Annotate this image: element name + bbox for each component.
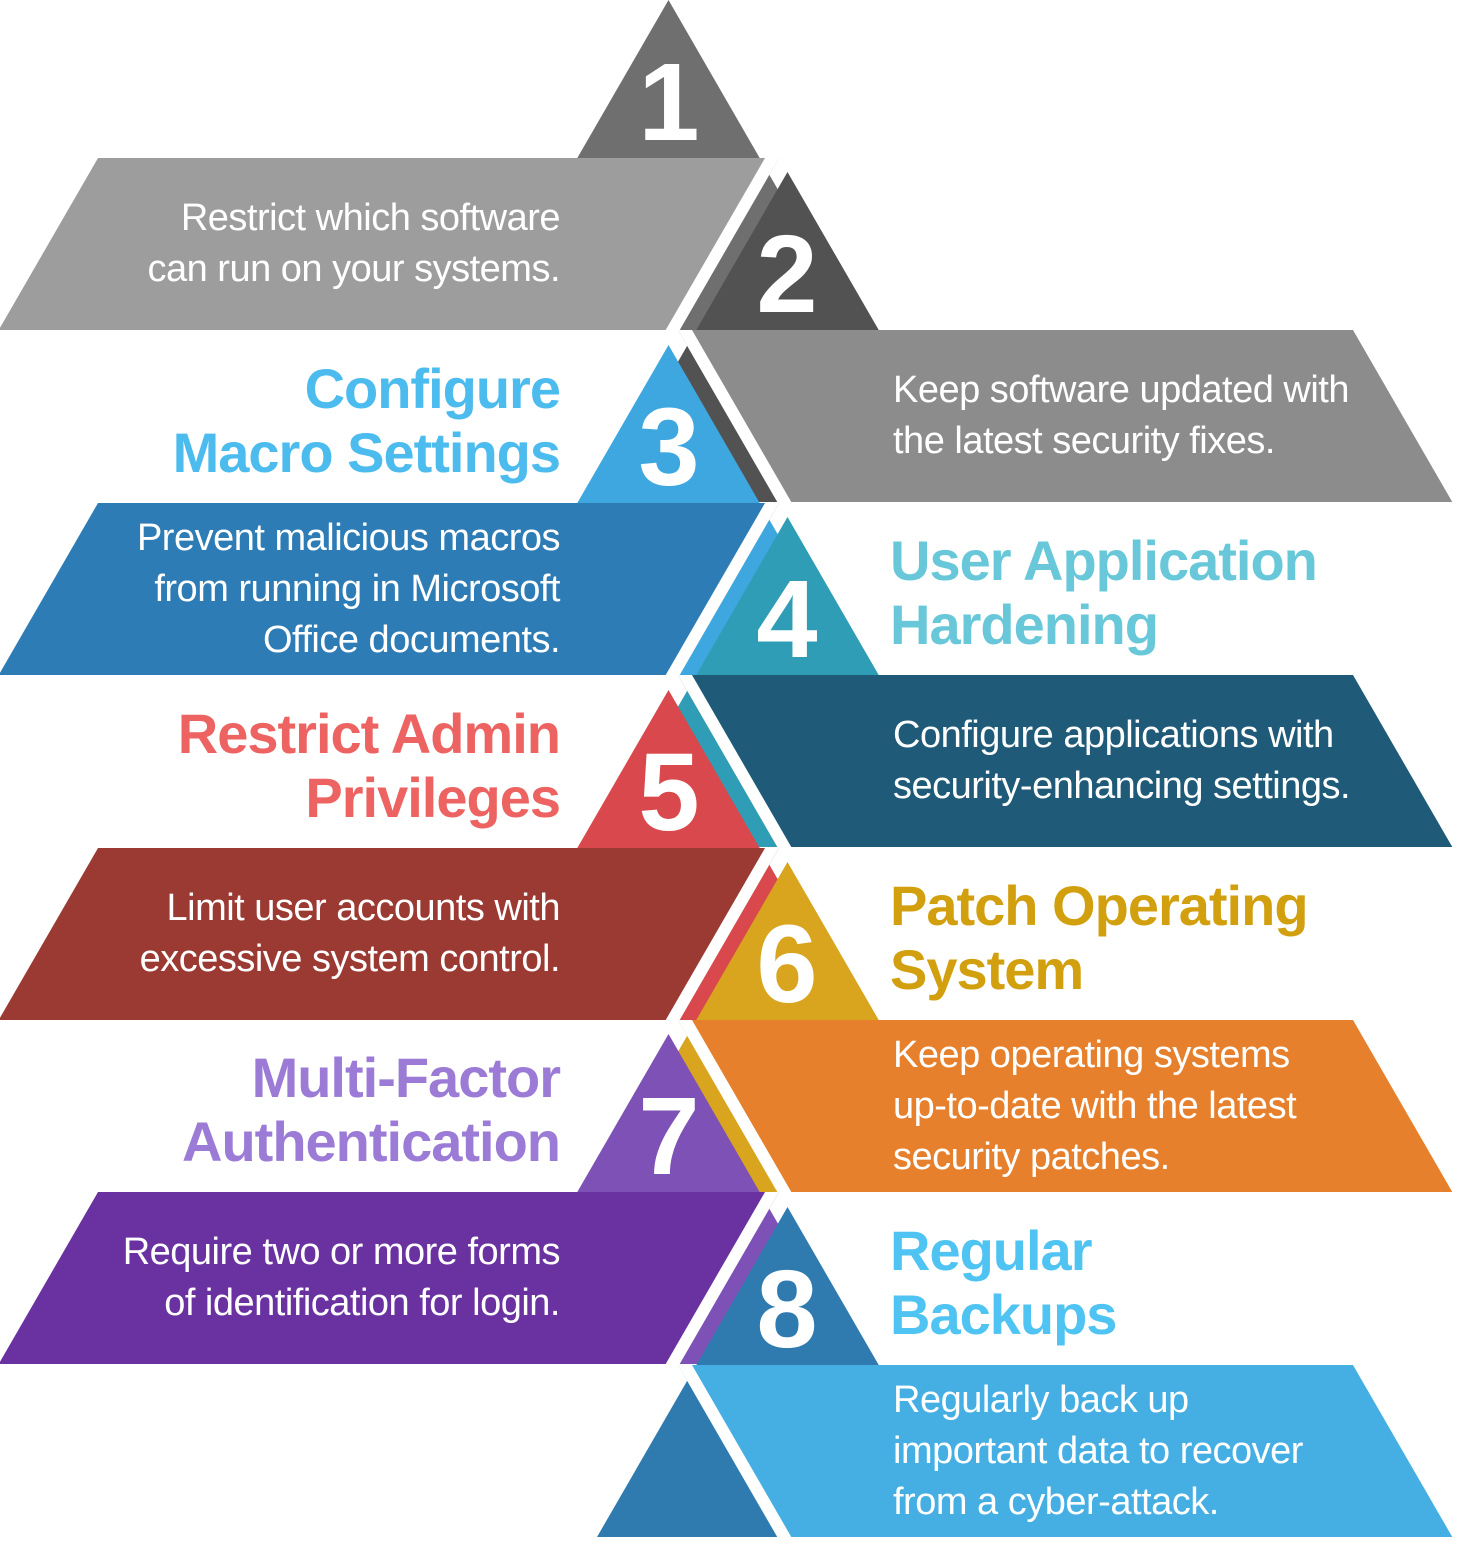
title-line: System [890,938,1084,1001]
step-5-description: Limit user accounts with excessive syste… [98,848,765,1020]
step-6-banner: Keep operating systems up-to-date with t… [678,1020,1453,1192]
description-line: Prevent malicious macros [136,516,560,559]
description-line: Restrict which software [180,197,560,239]
description-line: Keep software updated with [893,369,1349,411]
step-8-number: 8 [756,1248,818,1371]
step-8-banner: Regularly back up important data to reco… [678,1365,1453,1537]
step-3-number: 3 [638,386,700,509]
step-6-title: Patch Operating System [890,874,1450,1002]
step-5-number: 5 [638,731,700,854]
title-line: Backups [890,1283,1117,1346]
step-5-title: Restrict Admin Privileges [30,702,561,830]
step-7-banner: Require two or more forms of identificat… [0,1192,780,1364]
step-8-description: Regularly back up important data to reco… [692,1365,1353,1537]
description-line: security patches. [893,1135,1170,1178]
step-1-banner: Restrict which software can run on your … [0,158,780,330]
title-line: Authentication [182,1110,561,1173]
step-4-banner: Configure applications with security-enh… [678,675,1453,847]
step-2-number: 2 [756,213,818,336]
step-3-title: Configure Macro Settings [30,357,561,485]
title-line: Hardening [890,593,1159,656]
step-3-banner: Prevent malicious macros from running in… [0,503,780,675]
description-line: Configure applications with [893,714,1334,756]
step-4-number: 4 [756,558,818,681]
description-line: from running in Microsoft [154,567,560,610]
description-line: Keep operating systems [893,1033,1290,1076]
step-7-description: Require two or more forms of identificat… [98,1192,765,1364]
description-line: Limit user accounts with [166,887,561,929]
step-1-description: Restrict which software can run on your … [98,158,765,330]
description-line: the latest security fixes. [893,420,1275,462]
step-3-description: Prevent malicious macros from running in… [98,503,765,675]
title-line: Configure [304,357,561,420]
description-line: up-to-date with the latest [893,1084,1297,1127]
title-line: Multi-Factor [251,1046,561,1109]
title-line: Privileges [305,766,561,829]
step-1-number: 1 [638,41,700,164]
description-line: Regularly back up [893,1378,1189,1421]
step-4-description: Configure applications with security-enh… [692,675,1353,847]
step-6-number: 6 [756,903,818,1026]
description-line: Require two or more forms [122,1231,560,1273]
title-line: Macro Settings [172,421,561,484]
title-line: Patch Operating [890,874,1309,937]
step-5-banner: Limit user accounts with excessive syste… [0,848,780,1020]
step-7-number: 7 [638,1075,700,1198]
description-line: security-enhancing settings. [893,765,1351,807]
title-line: Restrict Admin [177,702,561,765]
description-line: Office documents. [262,618,560,661]
step-2-description: Keep software updated with the latest se… [692,330,1353,502]
step-2-banner: Keep software updated with the latest se… [678,330,1453,502]
step-6-description: Keep operating systems up-to-date with t… [692,1020,1353,1192]
description-line: of identification for login. [164,1282,560,1324]
step-7-title: Multi-Factor Authentication [30,1046,561,1174]
step-4-title: User Application Hardening [890,529,1450,657]
title-line: User Application [890,529,1318,592]
description-line: excessive system control. [139,938,560,980]
description-line: from a cyber-attack. [893,1480,1219,1523]
step-8-title: Regular Backups [890,1219,1450,1347]
description-line: can run on your systems. [147,248,560,290]
description-line: important data to recover [893,1429,1303,1472]
title-line: Regular [890,1219,1093,1282]
